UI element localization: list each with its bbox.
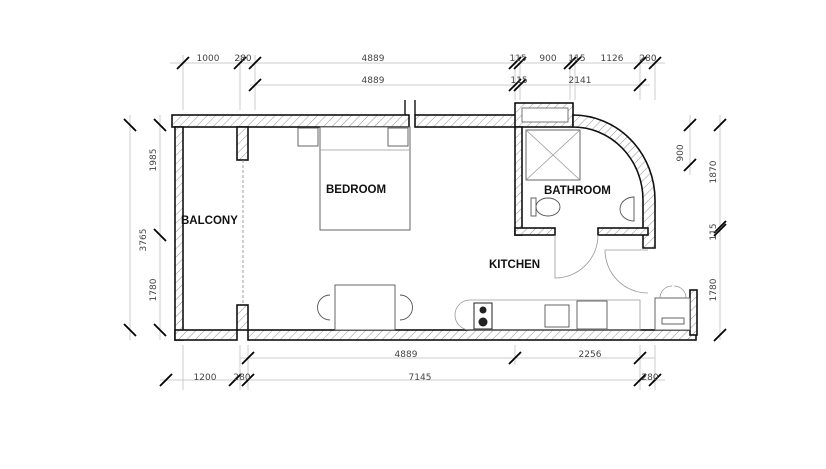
dim-top-4889: 4889 (362, 54, 385, 64)
dim-left-1985: 1985 (149, 149, 159, 172)
room-label-bedroom: BEDROOM (326, 184, 386, 196)
dim-top2-4889: 4889 (362, 76, 385, 86)
bathroom-door[interactable] (554, 234, 599, 279)
dimension-labels: 1000 280 4889 115 900 115 1126 280 4889 … (139, 54, 719, 383)
kitchen-counter (454, 299, 641, 331)
dim-top2-115: 115 (510, 76, 527, 86)
kitchen-sink-icon (544, 304, 570, 328)
dim-top-115: 115 (509, 54, 526, 64)
dim-right-115: 115 (709, 223, 719, 240)
dining-table (334, 284, 396, 331)
walls (171, 100, 698, 341)
dim-left-1780: 1780 (149, 278, 159, 301)
dim-top-900: 900 (539, 54, 556, 64)
chair (399, 294, 413, 321)
dim-bottom-1200: 1200 (194, 373, 217, 383)
nightstand (387, 127, 409, 147)
furniture (297, 126, 691, 331)
dim-top-115b: 115 (568, 54, 585, 64)
dim-top-280: 280 (234, 54, 251, 64)
dim-right-1870: 1870 (709, 160, 719, 183)
nightstand (297, 127, 319, 147)
dim-top-1000: 1000 (197, 54, 220, 64)
room-label-balcony: BALCONY (181, 215, 238, 227)
dim-bottom-4889: 4889 (395, 350, 418, 360)
stove-icon (473, 302, 493, 330)
fridge-icon (576, 300, 608, 330)
dim-top-280b: 280 (639, 54, 656, 64)
room-label-bathroom: BATHROOM (544, 185, 611, 197)
entry-door[interactable] (604, 249, 649, 294)
dim-bottom-7145: 7145 (409, 373, 432, 383)
washer-icon (654, 297, 691, 331)
toilet-icon (535, 197, 561, 217)
dim-top2-2141: 2141 (569, 76, 592, 86)
dim-right-1780: 1780 (709, 278, 719, 301)
chair (317, 294, 331, 321)
dim-left-3765: 3765 (139, 229, 149, 252)
bathroom-sink-icon (619, 196, 635, 222)
dim-bottom-2256: 2256 (579, 350, 602, 360)
room-label-kitchen: KITCHEN (489, 259, 540, 271)
dim-right-900: 900 (676, 144, 686, 161)
dim-bottom-280: 280 (233, 373, 250, 383)
dim-bottom-280b: 280 (641, 373, 658, 383)
dim-top-1126: 1126 (601, 54, 624, 64)
dimension-lines (123, 55, 727, 390)
